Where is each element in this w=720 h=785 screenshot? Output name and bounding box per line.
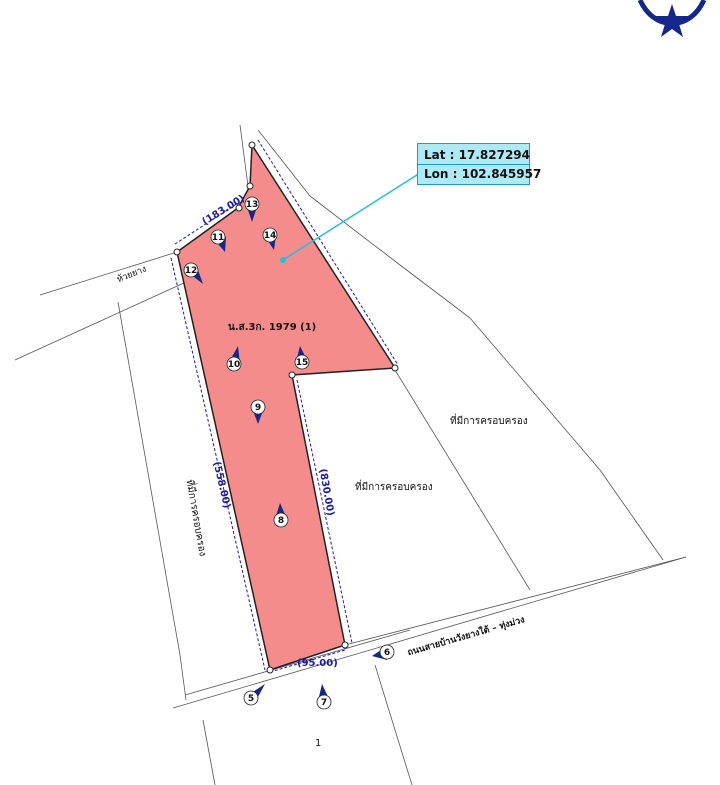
svg-text:15: 15: [296, 358, 309, 368]
stream-label: ห้วยยาง: [115, 263, 148, 285]
dimension-south: (95.00): [297, 658, 338, 669]
svg-text:9: 9: [255, 403, 261, 413]
latitude-value: 17.827294: [458, 148, 530, 162]
longitude-label: Lon :: [424, 167, 462, 181]
numbered-markers: 13 11 14 12 10 15 9: [183, 196, 395, 710]
svg-text:8: 8: [278, 516, 284, 526]
occupied-label-right-1: ที่มีการครอบครอง: [450, 413, 528, 427]
latitude-row: Lat : 17.827294: [424, 148, 530, 162]
marker-13: 13: [244, 196, 260, 222]
svg-text:10: 10: [228, 360, 241, 370]
dimension-lines: [170, 139, 399, 673]
coord-divider: [418, 164, 529, 165]
longitude-row: Lon : 102.845957: [424, 167, 541, 181]
occupied-label-right-2: ที่มีการครอบครอง: [355, 479, 433, 493]
svg-text:5: 5: [248, 694, 254, 704]
parcel-number: 1: [315, 738, 321, 749]
marker-12: 12: [183, 262, 203, 284]
marker-9: 9: [250, 399, 266, 424]
location-leader-line: [282, 172, 421, 261]
svg-text:6: 6: [384, 648, 390, 658]
vertex-markers: [173, 141, 399, 674]
longitude-value: 102.845957: [461, 167, 542, 181]
occupied-label-left: ที่มีการครอบครอง: [184, 478, 211, 557]
location-point: [280, 257, 286, 263]
coordinate-callout: Lat : 17.827294 Lon : 102.845957: [417, 143, 541, 185]
parcel-label: น.ส.3ก. 1979 (1): [228, 322, 316, 333]
marker-6: 6: [372, 644, 395, 660]
marker-5: 5: [243, 684, 265, 706]
map-lines: [14, 124, 687, 785]
marker-8: 8: [273, 503, 289, 528]
marker-15: 15: [294, 346, 310, 370]
marker-14: 14: [262, 227, 278, 250]
svg-text:12: 12: [185, 266, 198, 276]
latitude-label: Lat :: [424, 148, 459, 162]
dimension-east: (830.00): [317, 468, 336, 517]
logo-emblem-icon: [637, 0, 707, 37]
marker-10: 10: [226, 346, 242, 372]
marker-7: 7: [316, 684, 332, 710]
svg-text:14: 14: [264, 231, 277, 241]
marker-11: 11: [210, 229, 226, 252]
svg-text:7: 7: [321, 698, 327, 708]
svg-text:13: 13: [246, 200, 259, 210]
road-label: ถนนสายบ้านวังยางใต้ – ทุ่งม่วง: [406, 613, 526, 658]
svg-text:11: 11: [212, 233, 225, 243]
